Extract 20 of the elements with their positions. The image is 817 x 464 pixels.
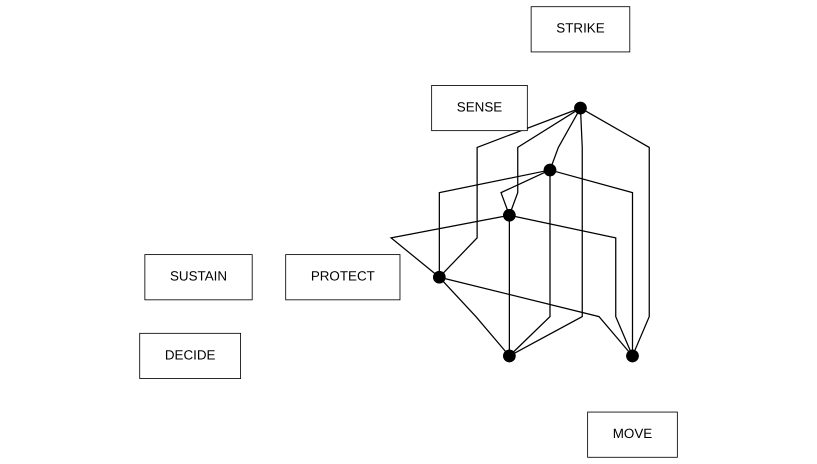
node-box: PROTECT bbox=[285, 254, 400, 300]
connector bbox=[514, 216, 631, 351]
connector bbox=[510, 110, 576, 210]
connector bbox=[390, 216, 504, 274]
connector bbox=[551, 112, 578, 165]
connector bbox=[442, 281, 506, 352]
node-box: STRIKE bbox=[530, 6, 630, 52]
connector bbox=[508, 221, 510, 350]
connector bbox=[513, 176, 551, 352]
connector bbox=[438, 170, 544, 272]
connector bbox=[514, 114, 583, 354]
connector bbox=[442, 110, 576, 274]
connector bbox=[500, 172, 545, 210]
connector bbox=[444, 278, 630, 352]
connector bbox=[585, 110, 650, 351]
node-box: MOVE bbox=[587, 412, 678, 458]
node-box: SENSE bbox=[431, 85, 528, 132]
node-box: SUSTAIN bbox=[144, 254, 253, 300]
connector bbox=[555, 170, 634, 350]
node-box: DECIDE bbox=[139, 332, 241, 379]
